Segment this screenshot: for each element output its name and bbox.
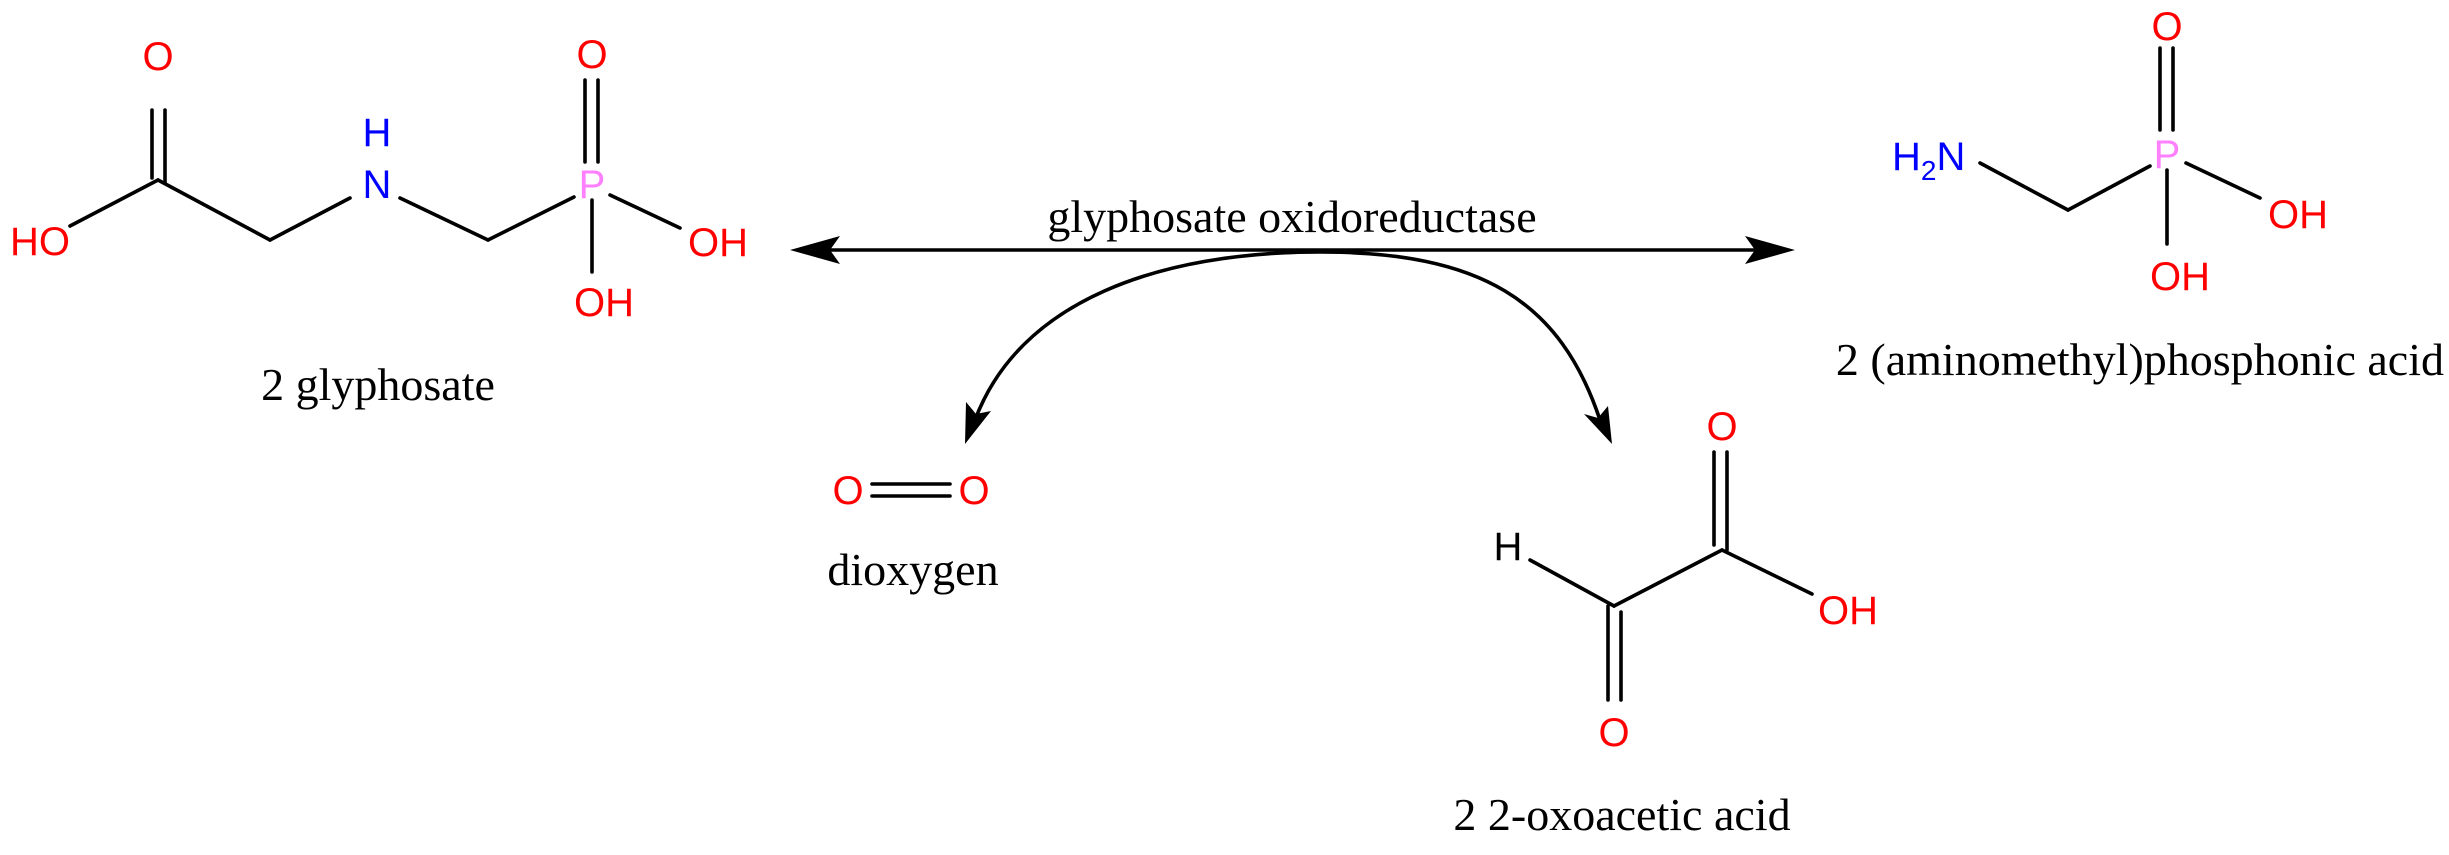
bond <box>486 195 576 242</box>
oxoacetic-acid-structure: H O OH O 2 2-oxoacetic acid <box>1453 405 1878 840</box>
bond <box>156 178 272 242</box>
compound-label-dioxygen: dioxygen <box>827 544 998 595</box>
atom-label: H <box>1494 525 1523 569</box>
bond <box>68 178 160 228</box>
compound-label-aminomethylphosphonic-acid: 2 (aminomethyl)phosphonic acid <box>1836 334 2444 385</box>
atom-label: O <box>2151 5 2182 49</box>
bond <box>1528 558 1616 608</box>
atom-label: O <box>1598 711 1629 755</box>
bond <box>2184 161 2262 200</box>
bond <box>608 193 682 230</box>
dioxygen-structure: O O dioxygen <box>827 469 998 595</box>
bond <box>1978 161 2070 212</box>
atom-label: O <box>142 35 173 79</box>
atom-label: P <box>579 163 606 207</box>
atom-label: OH <box>574 281 634 325</box>
atom-label: OH <box>2150 255 2210 299</box>
atom-label: OH <box>688 221 748 265</box>
arrow-head-right <box>1745 236 1795 264</box>
bond <box>2066 164 2152 212</box>
reaction-arrow: glyphosate oxidoreductase <box>790 191 1795 264</box>
enzyme-label: glyphosate oxidoreductase <box>1047 191 1536 242</box>
atom-label: HO <box>10 220 70 264</box>
arc-head-oxoacetic <box>1584 406 1612 444</box>
bond <box>1612 548 1724 608</box>
glyphosate-structure: O HO H N P O OH OH 2 glyphosate <box>10 33 748 410</box>
atom-label: H2N <box>1892 135 1965 186</box>
compound-label-oxoacetic-acid: 2 2-oxoacetic acid <box>1453 789 1790 840</box>
atom-label: OH <box>1818 589 1878 633</box>
arc-to-dioxygen <box>973 250 1321 421</box>
bond <box>1720 548 1814 596</box>
arrow-head-left <box>790 236 840 264</box>
atom-label: O <box>958 469 989 513</box>
atom-label: O <box>1706 405 1737 449</box>
atom-label: O <box>576 33 607 77</box>
atom-label: O <box>832 469 863 513</box>
arc-to-oxoacetic <box>1319 250 1602 421</box>
bond <box>268 196 352 242</box>
compound-label-glyphosate: 2 glyphosate <box>261 359 495 410</box>
arc-head-dioxygen <box>965 402 991 444</box>
atom-label: P <box>2154 133 2181 177</box>
atom-label: H <box>363 111 392 155</box>
cosubstrate-arcs <box>965 250 1612 444</box>
aminomethylphosphonic-acid-structure: H2N P O OH OH 2 (aminomethyl)phosphonic … <box>1836 5 2444 385</box>
bond <box>398 196 490 242</box>
atom-label: N <box>363 163 392 207</box>
atom-label: OH <box>2268 193 2328 237</box>
